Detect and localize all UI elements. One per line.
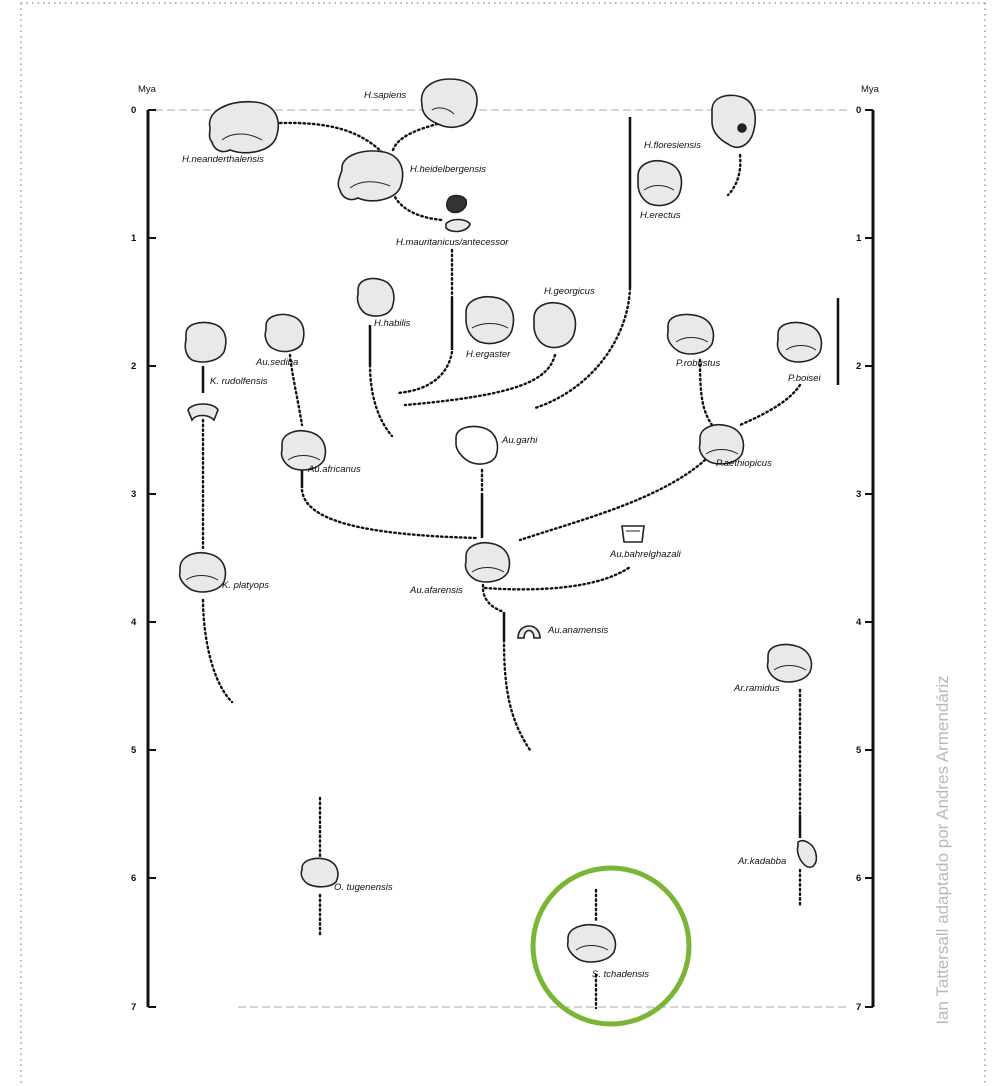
skull-ar-ramidus [766,643,813,683]
label-h-ergaster: H.ergaster [466,349,511,360]
label-h-mauritanicus: H.mauritanicus/antecessor [396,237,509,248]
lineage-lines [201,118,802,1010]
skull-au-sediba [264,313,305,353]
skull-k-rudolfensis [184,321,227,422]
lineage-boisei [738,383,802,427]
lineage-afarensis-anamensis [481,583,506,614]
skull-h-habilis [356,277,395,317]
label-h-floresiensis: H.floresiensis [644,140,701,151]
skull-au-africanus [280,429,327,471]
lineage-habilis [368,363,394,438]
skull-ar-kadabba [796,839,818,869]
lineage-mauritanicus-base [396,350,454,395]
label-p-aethiopicus: P.aethiopicus [716,458,772,469]
skull-h-ergaster [465,296,515,345]
left-tick-label-6: 6 [131,873,136,884]
label-au-garhi: Au.garhi [501,435,538,446]
label-h-georgicus: H.georgicus [544,286,595,297]
left-tick-label-0: 0 [131,105,136,116]
left-axis-ticks: 0 1 2 3 4 5 6 7 [131,105,156,1013]
skull-h-heidelbergensis [337,150,404,202]
right-tick-label-2: 2 [856,361,861,372]
left-axis-unit: Mya [138,84,157,95]
skull-p-robustus [666,313,715,355]
right-tick-label-1: 1 [856,233,862,244]
left-tick-label-3: 3 [131,489,136,500]
label-p-boisei: P.boisei [788,373,821,384]
skull-h-sapiens [420,78,478,128]
label-k-platyops: K. platyops [222,580,269,591]
label-au-anamensis: Au.anamensis [547,625,608,636]
credit-text: Ian Tattersall adaptado por Andres Armen… [933,675,952,1025]
skull-au-garhi [455,425,499,465]
right-tick-label-0: 0 [856,105,861,116]
skull-h-georgicus [533,302,577,349]
label-h-sapiens: H.sapiens [364,90,406,101]
lineage-africanus-afarensis [300,488,480,540]
left-tick-label-2: 2 [131,361,136,372]
lineage-neanderthalensis-heidelbergensis [278,121,387,157]
skull-p-boisei [776,321,823,363]
label-ar-ramidus: Ar.ramidus [733,683,780,694]
lineage-bahrelghazali [483,565,632,591]
skull-illustrations [178,78,823,963]
lineage-aethiopicus-afarensis [518,458,707,542]
left-tick-label-7: 7 [131,1002,136,1013]
skull-k-platyops [178,552,227,593]
label-h-neanderthalensis: H.neanderthalensis [182,154,264,165]
lineage-sediba-africanus [288,353,304,427]
label-h-habilis: H.habilis [374,318,411,329]
right-tick-label-7: 7 [856,1002,861,1013]
right-axis-unit: Mya [861,84,880,95]
lineage-georgicus-base [403,353,557,407]
label-s-tchadensis: S. tchadensis [592,969,649,980]
left-tick-label-5: 5 [131,745,137,756]
lineage-erectus-base [533,286,632,410]
skull-h-mauritanicus [445,194,471,233]
label-p-robustus: P.robustus [676,358,720,369]
label-h-erectus: H.erectus [640,210,681,221]
label-k-rudolfensis: K. rudolfensis [210,376,268,387]
lineage-anamensis-base [502,638,532,752]
left-tick-label-4: 4 [131,617,137,628]
lineage-robustus [698,358,714,427]
right-tick-label-3: 3 [856,489,861,500]
skull-p-aethiopicus [698,423,745,465]
label-o-tugenensis: O. tugenensis [334,882,393,893]
left-tick-label-1: 1 [131,233,137,244]
label-au-sediba: Au.sediba [255,357,298,368]
species-labels: H.sapiens H.neanderthalensis H.heidelber… [182,90,821,980]
label-h-heidelbergensis: H.heidelbergensis [410,164,486,175]
right-tick-label-5: 5 [856,745,862,756]
highlight-circle [530,865,692,1027]
right-axis-ticks: 0 1 2 3 4 5 6 7 [856,105,873,1013]
skull-h-neanderthalensis [208,100,280,154]
right-tick-label-6: 6 [856,873,861,884]
skull-o-tugenensis [300,857,339,888]
label-ar-kadabba: Ar.kadabba [737,856,786,867]
range-bars [201,117,840,838]
skull-au-anamensis [517,625,541,639]
skull-s-tchadensis [566,923,617,963]
lineage-platyops-base [201,598,234,704]
label-au-bahrelghazali: Au.bahrelghazali [609,549,682,560]
skull-h-erectus [637,160,683,207]
label-au-afarensis: Au.afarensis [409,585,463,596]
right-tick-label-4: 4 [856,617,862,628]
skull-h-floresiensis [711,94,757,149]
label-au-africanus: Au.africanus [307,464,361,475]
lineage-floresiensis [726,153,742,197]
skull-au-afarensis [464,541,511,583]
lineage-heidelbergensis-mauritanicus [391,191,444,222]
skull-au-bahrelghazali [621,525,645,543]
